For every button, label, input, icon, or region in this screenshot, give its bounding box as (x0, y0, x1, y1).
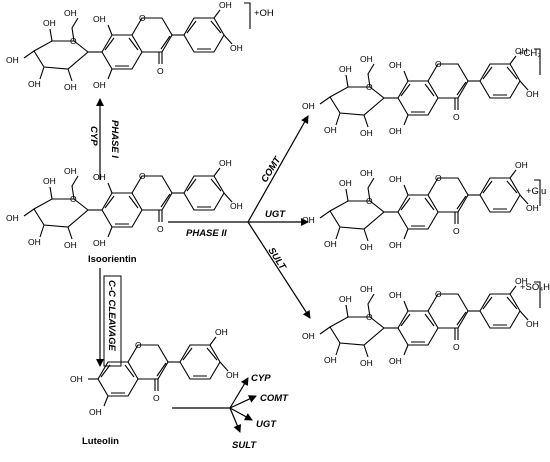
comt-arrow (247, 115, 309, 223)
hydroxylation-label: +OH (254, 8, 274, 19)
luteolin-cyp-label: CYP (251, 373, 271, 384)
ugt-label: UGT (265, 209, 286, 220)
sulfate-metabolite-structure (301, 275, 540, 369)
cyp-label: CYP (88, 126, 99, 146)
luteolin-sult-arrow (229, 407, 241, 433)
cleavage-label-box (103, 275, 122, 367)
bracket (243, 2, 251, 30)
luteolin-cyp-arrow (229, 377, 249, 409)
luteolin-ugt-label: UGT (256, 419, 277, 430)
luteolin-comt-arrow (229, 395, 257, 409)
cleavage-label: C-C CLEAVAGE (106, 280, 117, 352)
luteolin-name: Luteolin (82, 436, 119, 447)
luteolin-comt-label: COMT (260, 393, 289, 404)
methylated-metabolite-structure (301, 45, 540, 139)
hydroxylated-metabolite-structure (5, 0, 244, 93)
luteolin-sult-label: SULT (232, 440, 257, 451)
glucuronide-metabolite-structure (301, 159, 540, 253)
sult-arrow (247, 221, 311, 319)
isoorientin-name: Isoorientin (88, 254, 137, 265)
phase2-label: PHASE II (186, 228, 227, 239)
luteolin-structure (69, 326, 240, 418)
glucuronide-label: +Glu (526, 186, 546, 197)
luteolin-ugt-arrow (229, 407, 253, 421)
methylation-label: +CH₃ (518, 48, 541, 59)
sulfate-label: +SO₄H (520, 282, 550, 293)
phase1-label: PHASE I (109, 120, 120, 158)
sult-label: SULT (265, 246, 288, 273)
